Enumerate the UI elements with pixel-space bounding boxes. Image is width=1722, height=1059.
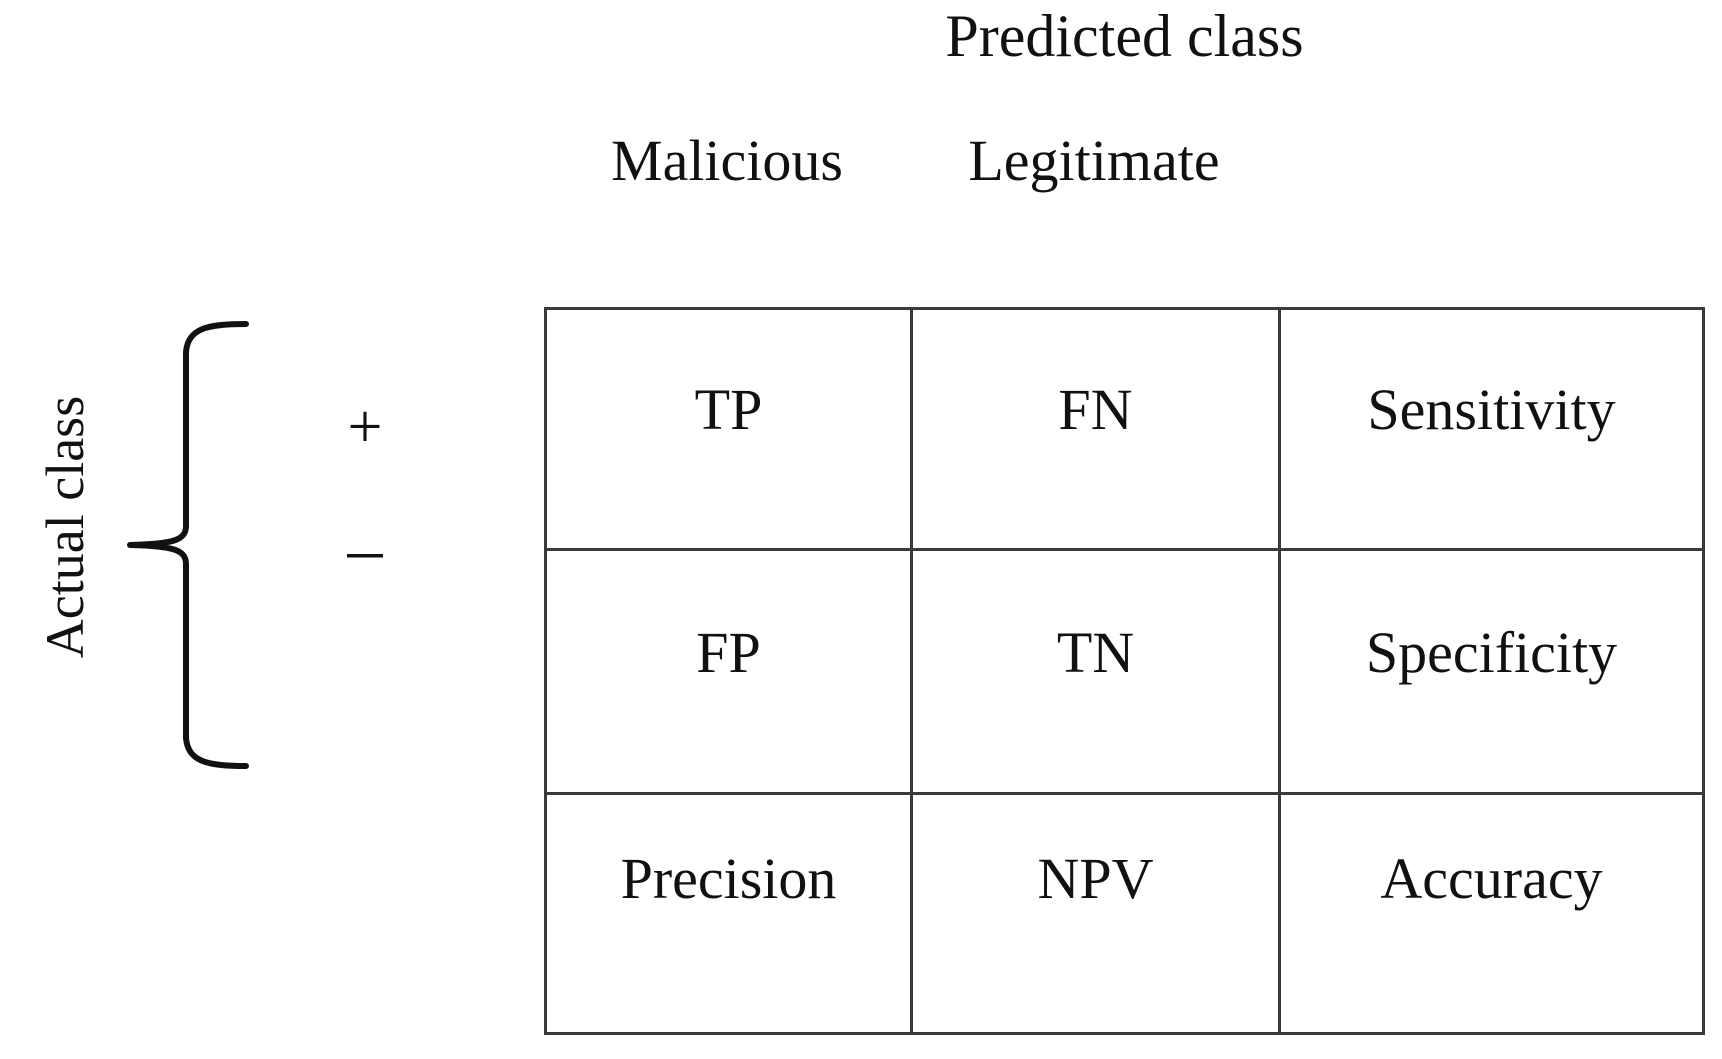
row-sign-positive: + xyxy=(347,393,383,461)
cell-sensitivity: Sensitivity xyxy=(1281,310,1702,551)
cell-false-negative: FN xyxy=(913,310,1281,551)
cell-specificity: Specificity xyxy=(1281,551,1702,795)
cell-false-positive: FP xyxy=(547,551,913,795)
confusion-matrix-table: TP FN Sensitivity FP TN Specificity Prec… xyxy=(544,307,1705,1035)
curly-brace-icon xyxy=(118,318,258,770)
cell-npv: NPV xyxy=(913,795,1281,1032)
column-header-legitimate: Legitimate xyxy=(968,128,1220,193)
cell-true-positive: TP xyxy=(547,310,913,551)
row-sign-negative: – xyxy=(347,511,383,588)
cell-true-negative: TN xyxy=(913,551,1281,795)
cell-precision: Precision xyxy=(547,795,913,1032)
column-header-malicious: Malicious xyxy=(611,128,843,193)
predicted-class-axis-title: Predicted class xyxy=(945,3,1304,69)
actual-class-axis-title: Actual class xyxy=(35,395,95,659)
cell-accuracy: Accuracy xyxy=(1380,845,1603,911)
